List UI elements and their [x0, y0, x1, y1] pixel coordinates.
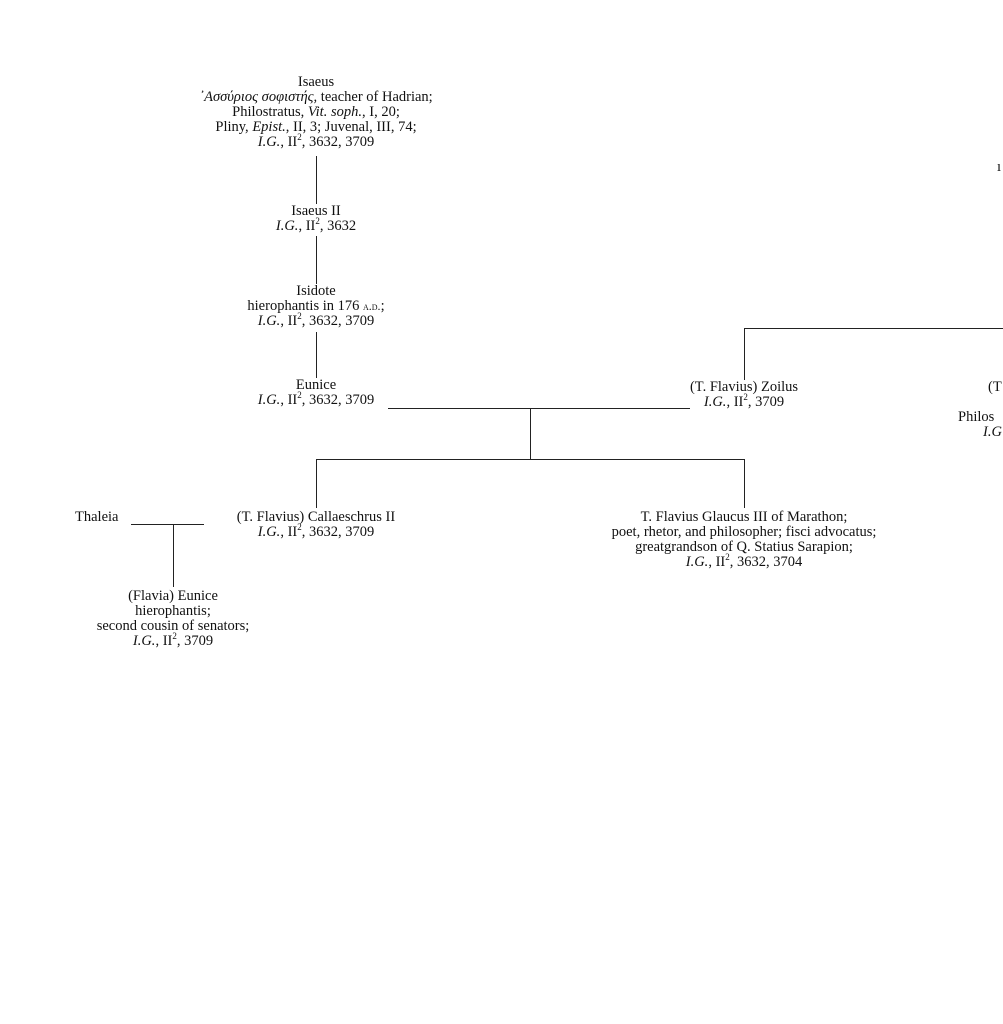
person-reference: I.G., II2, 3709 [703, 392, 785, 410]
person-partial-right-name: (T [988, 379, 1002, 395]
line-branch-to-zoilus [744, 328, 745, 380]
person-isaeus: Isaeus ᾿Ασσύριος σοφιστής, teacher of Ha… [199, 75, 432, 150]
line-isidote-to-eunice [316, 332, 317, 378]
person-name: Isaeus II [291, 203, 341, 219]
person-eunice: Eunice I.G., II2, 3632, 3709 [258, 378, 374, 408]
person-name: Isidote [296, 283, 336, 299]
line-isaeus-to-isaeus2 [316, 156, 317, 204]
line-to-callaeschrus [316, 459, 317, 508]
line-marriage-thaleia-callaeschrus [131, 524, 204, 525]
person-description: hierophantis; [135, 603, 211, 619]
line-top-right-branch [744, 328, 1003, 329]
line-to-glaucus [744, 459, 745, 508]
line-children-bar [316, 459, 745, 460]
person-zoilus: (T. Flavius) Zoilus I.G., II2, 3709 [690, 380, 798, 410]
person-thaleia: Thaleia [75, 509, 119, 525]
person-name: Isaeus [297, 74, 335, 90]
person-isaeus-ii: Isaeus II I.G., II2, 3632 [276, 204, 356, 234]
person-name: (Flavia) Eunice [128, 588, 218, 604]
person-glaucus-iii: T. Flavius Glaucus III of Marathon; poet… [612, 510, 877, 570]
line-isaeus2-to-isidote [316, 236, 317, 284]
person-reference: I.G., II2, 3632, 3704 [685, 552, 803, 570]
person-reference: I.G., II2, 3709 [132, 631, 214, 649]
person-description: poet, rhetor, and philosopher; fisci adv… [611, 524, 877, 540]
person-description: hierophantis in 176 a.d.; [247, 298, 385, 314]
person-reference: I.G., II2, 3632, 3709 [257, 311, 375, 329]
person-isidote: Isidote hierophantis in 176 a.d.; I.G., … [247, 284, 384, 329]
edge-mark: ı [997, 159, 1002, 175]
person-name: (T. Flavius) Zoilus [689, 379, 799, 395]
line-to-flavia-eunice [173, 525, 174, 587]
person-callaeschrus-ii: (T. Flavius) Callaeschrus II I.G., II2, … [237, 510, 395, 540]
line-marriage-eunice-zoilus [388, 408, 690, 409]
line-marriage-to-children [530, 409, 531, 459]
person-reference: I.G., II2, 3632 [275, 216, 357, 234]
person-flavia-eunice: (Flavia) Eunice hierophantis; second cou… [97, 589, 250, 649]
person-source: Pliny, Epist., II, 3; Juvenal, III, 74; [215, 119, 417, 135]
person-partial-right-reference: I.G [983, 424, 1002, 440]
person-reference: I.G., II2, 3632, 3709 [257, 390, 375, 408]
person-name: Eunice [295, 377, 337, 393]
person-partial-right-role: Philos [958, 409, 995, 425]
person-name: T. Flavius Glaucus III of Marathon; [640, 509, 848, 525]
person-description: second cousin of senators; [96, 618, 250, 634]
person-name: (T. Flavius) Callaeschrus II [236, 509, 396, 525]
person-reference: I.G., II2, 3632, 3709 [257, 522, 375, 540]
person-description: ᾿Ασσύριος σοφιστής, teacher of Hadrian; [199, 89, 433, 105]
person-description: greatgrandson of Q. Statius Sarapion; [635, 539, 853, 555]
person-source: Philostratus, Vit. soph., I, 20; [232, 104, 400, 120]
person-reference: I.G., II2, 3632, 3709 [257, 132, 375, 150]
